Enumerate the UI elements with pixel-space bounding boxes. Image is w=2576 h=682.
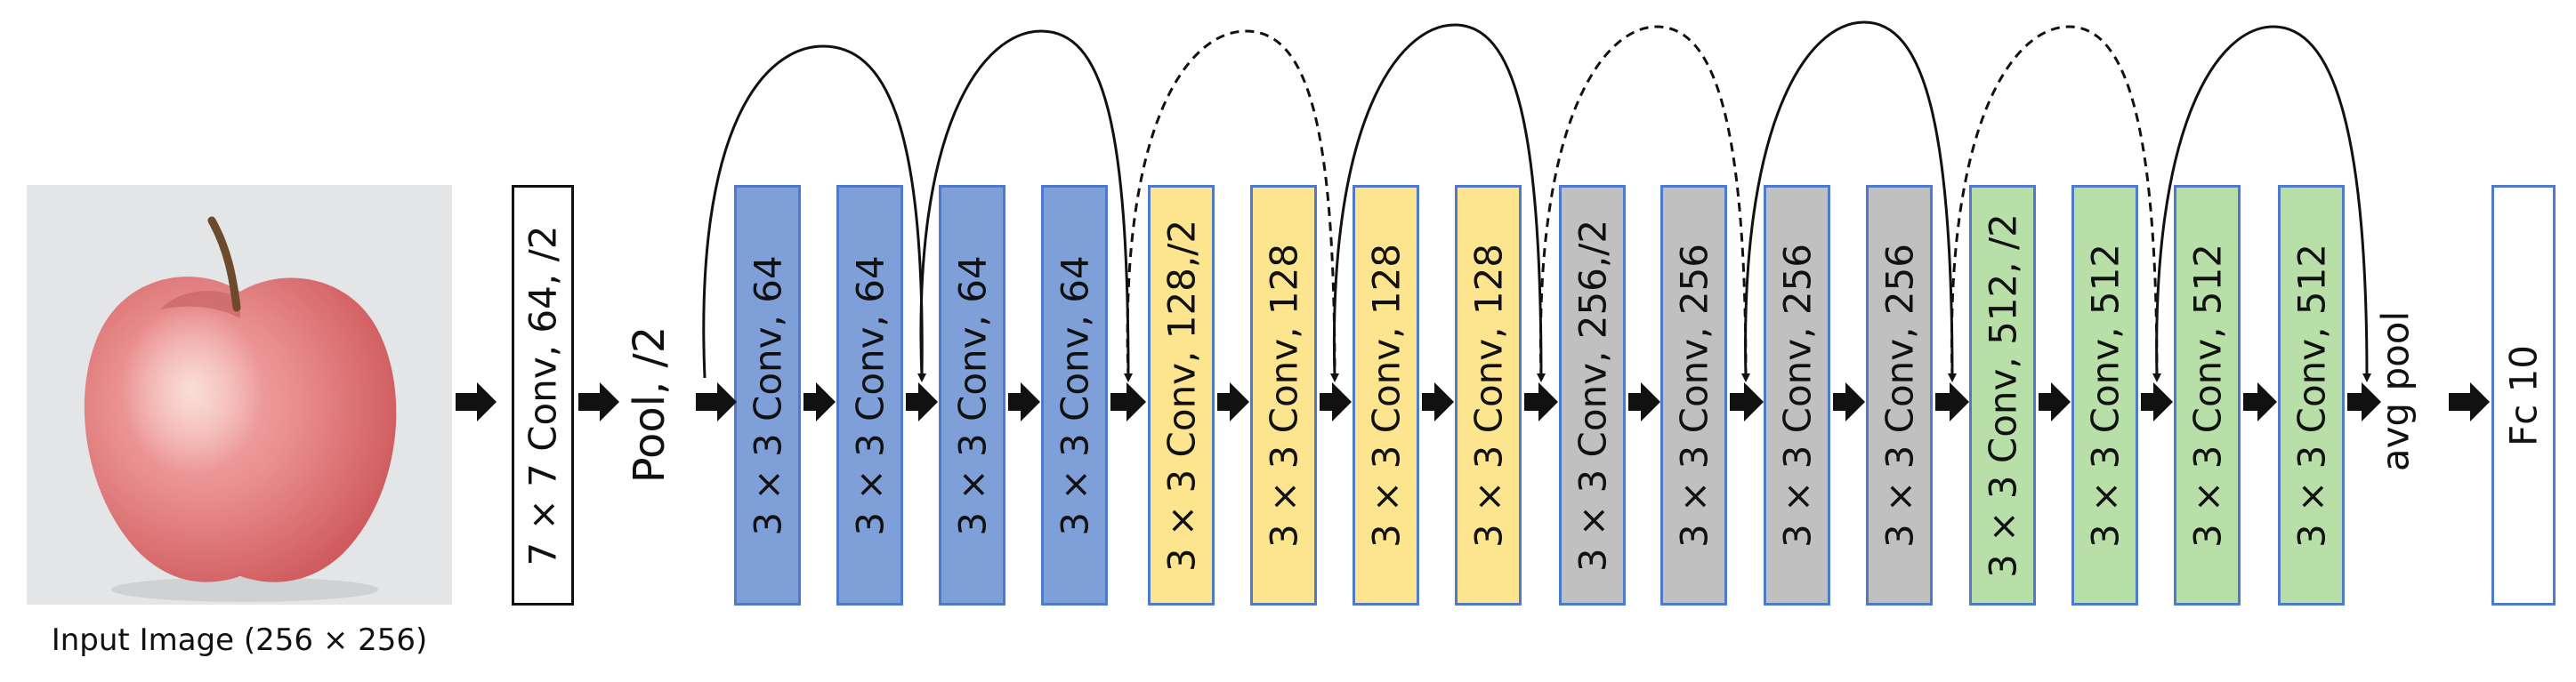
forward-arrows [456, 382, 2490, 421]
forward-arrow [906, 382, 938, 421]
skip-connection-arc [1744, 20, 1957, 382]
forward-arrow [1217, 382, 1249, 421]
forward-arrow [803, 382, 836, 421]
conv-layer: 3 × 3 Conv, 64 [734, 185, 801, 606]
forward-arrow [1422, 382, 1454, 421]
conv-layer: 3 × 3 Conv, 64 [836, 185, 903, 606]
fc-box: Fc 10 [2491, 185, 2556, 606]
input-image-caption: Input Image (256 × 256) [51, 622, 428, 658]
forward-arrow [1524, 382, 1558, 421]
conv-layer: 3 × 3 Conv, 256,/2 [1559, 185, 1626, 606]
conv-layer: 3 × 3 Conv, 256 [1764, 185, 1830, 606]
forward-arrow [1008, 382, 1040, 421]
forward-arrow [578, 382, 619, 421]
skip-connections [702, 20, 2371, 382]
skip-connection-arc [2155, 25, 2371, 382]
conv-layer: 3 × 3 Conv, 64 [939, 185, 1005, 606]
forward-arrow [2039, 382, 2071, 421]
skip-connection-arc [1950, 25, 2161, 382]
forward-arrow [456, 382, 497, 421]
conv-layer: 3 × 3 Conv, 64 [1041, 185, 1108, 606]
forward-arrow [2347, 382, 2381, 421]
forward-arrow [1110, 382, 1146, 421]
skip-connection-arc [1332, 23, 1546, 382]
conv-layer: 3 × 3 Conv, 128 [1250, 185, 1317, 606]
conv-layer: 3 × 3 Conv, 512 [2278, 185, 2345, 606]
conv-layer: 3 × 3 Conv, 128 [1353, 185, 1419, 606]
skip-connection-arc [702, 44, 927, 382]
input-image [27, 185, 452, 605]
conv-layer: 3 × 3 Conv, 128,/2 [1148, 185, 1215, 606]
conv-layer: 3 × 3 Conv, 512 [2071, 185, 2138, 606]
forward-arrow [696, 382, 737, 421]
forward-arrow [1935, 382, 1969, 421]
skip-connection-arc [1538, 25, 1750, 382]
conv-layer: 3 × 3 Conv, 512 [2174, 185, 2241, 606]
forward-arrow [2141, 382, 2173, 421]
stem-conv-box: 7 × 7 Conv, 64, /2 [512, 185, 574, 606]
forward-arrow [2243, 382, 2277, 421]
forward-arrow [2449, 382, 2490, 421]
forward-arrow [1628, 382, 1660, 421]
forward-arrow [1833, 382, 1865, 421]
conv-layer: 3 × 3 Conv, 256 [1660, 185, 1727, 606]
apple-illustration [84, 216, 397, 602]
skip-connection-arc [1126, 29, 1339, 382]
forward-arrow [1320, 382, 1352, 421]
conv-layer: 3 × 3 Conv, 512, /2 [1969, 185, 2036, 606]
conv-layer: 3 × 3 Conv, 256 [1866, 185, 1933, 606]
skip-connection-arc [919, 29, 1133, 382]
forward-arrow [1730, 382, 1764, 421]
conv-layer: 3 × 3 Conv, 128 [1455, 185, 1522, 606]
